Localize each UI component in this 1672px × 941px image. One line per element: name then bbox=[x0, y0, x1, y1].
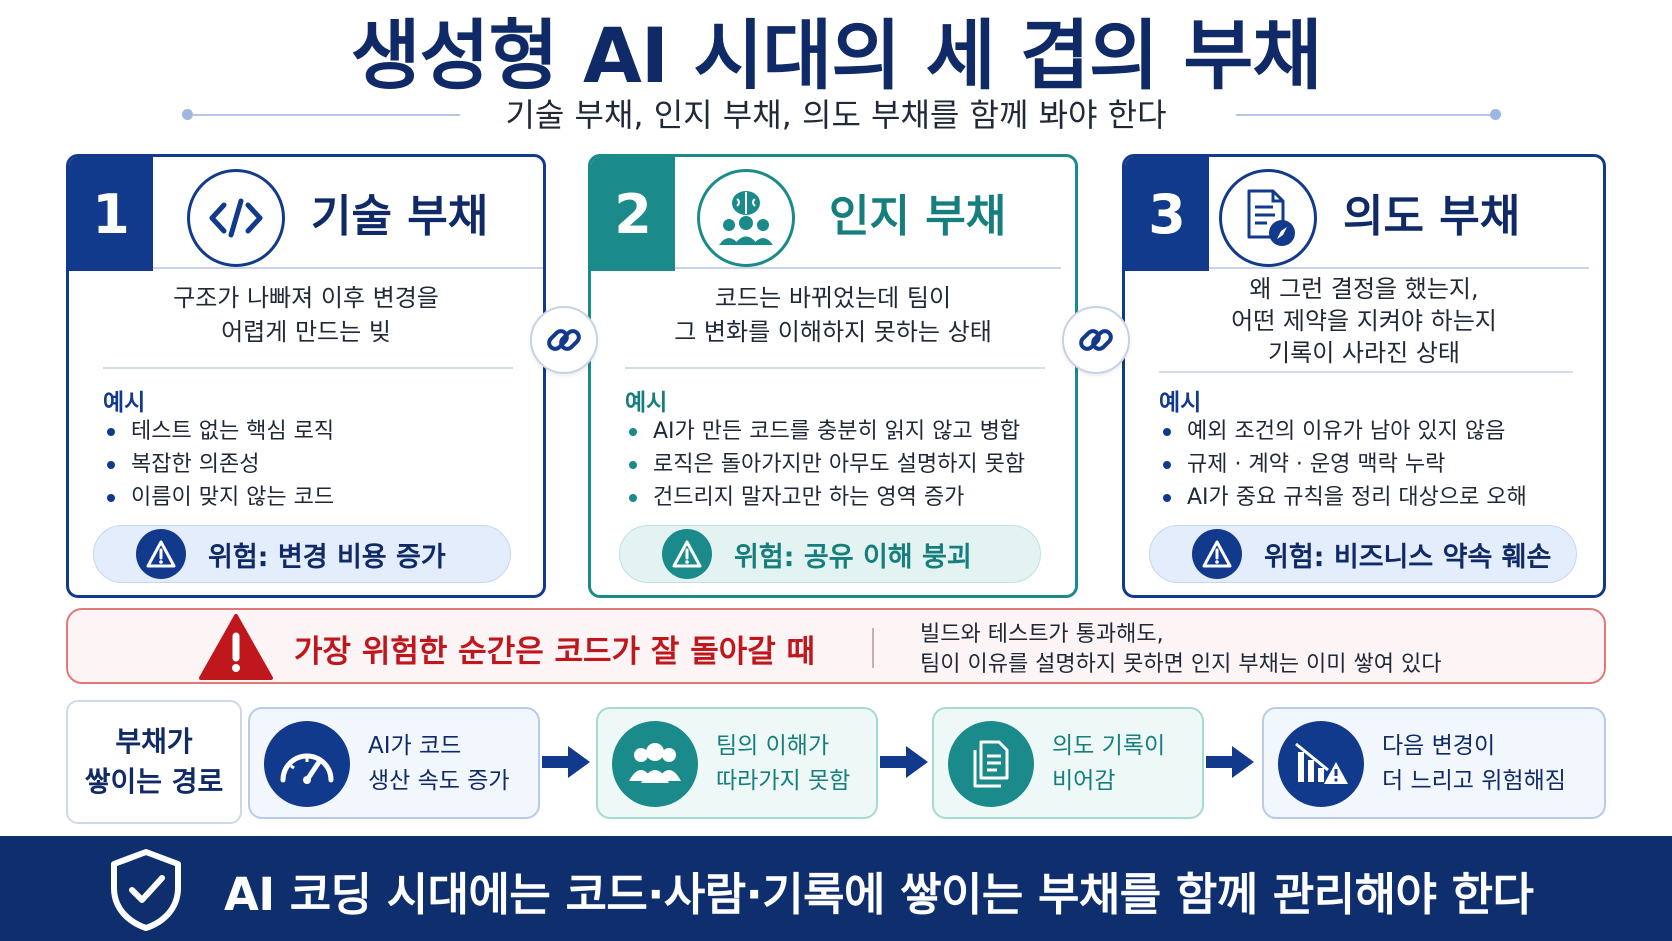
bullet-icon bbox=[1163, 428, 1171, 436]
card-description-line: 왜 그런 결정을 했는지, bbox=[1249, 275, 1479, 303]
brain-team-icon bbox=[697, 169, 795, 267]
warning-description-line: 팀이 이유를 설명하지 못하면 인지 부채는 이미 쌓여 있다 bbox=[920, 652, 1442, 677]
subtitle-row: 기술 부채, 인지 부채, 의도 부채를 함께 봐야 한다 bbox=[0, 92, 1672, 138]
subtitle-dot-right bbox=[1490, 109, 1501, 120]
risk-text: 위험: 공유 이해 붕괴 bbox=[734, 541, 972, 573]
examples-label: 예시 bbox=[1159, 390, 1202, 416]
bullet-icon bbox=[1163, 461, 1171, 469]
card-title: 기술 부채 bbox=[311, 191, 489, 242]
link-icon bbox=[530, 306, 598, 374]
path-step: 팀의 이해가 따라가지 못함 bbox=[596, 707, 878, 819]
card-description-line: 코드는 바뀌었는데 팀이 bbox=[714, 284, 952, 312]
risk-text: 위험: 변경 비용 증가 bbox=[208, 541, 446, 573]
card-header-divider bbox=[675, 267, 1061, 269]
path-step: AI가 코드 생산 속도 증가 bbox=[248, 707, 540, 819]
card-description-line: 기록이 사라진 상태 bbox=[1268, 339, 1460, 367]
examples-list: AI가 만든 코드를 충분히 읽지 않고 병합 로직은 돌아가지만 아무도 설명… bbox=[625, 415, 1055, 514]
card-description-line: 어렵게 만드는 빚 bbox=[221, 318, 391, 346]
team-icon bbox=[612, 721, 698, 807]
document-compass-icon bbox=[1219, 169, 1317, 267]
page-subtitle: 기술 부채, 인지 부채, 의도 부채를 함께 봐야 한다 bbox=[505, 96, 1167, 134]
warning-icon bbox=[1192, 529, 1242, 579]
risk-badge: 위험: 공유 이해 붕괴 bbox=[619, 525, 1041, 583]
documents-icon bbox=[948, 721, 1034, 807]
declining-chart-warning-icon bbox=[1278, 721, 1364, 807]
list-item: AI가 중요 규칙을 정리 대상으로 오해 bbox=[1159, 481, 1583, 514]
code-icon bbox=[187, 169, 285, 267]
path-step-text: 의도 기록이 비어감 bbox=[1052, 733, 1166, 794]
card-technical-debt: 1 기술 부채 구조가 나빠져 이후 변경을 어렵게 만드는 빚 예시 테스트 … bbox=[66, 154, 546, 598]
risk-text: 위험: 비즈니스 약속 훼손 bbox=[1264, 541, 1552, 573]
footer-banner: AI 코딩 시대에는 코드·사람·기록에 쌓이는 부채를 함께 관리해야 한다 bbox=[0, 836, 1672, 941]
bullet-icon bbox=[1163, 494, 1171, 502]
arrow-right-icon bbox=[1206, 744, 1256, 784]
card-description-line: 구조가 나빠져 이후 변경을 bbox=[173, 284, 439, 312]
card-header-divider bbox=[1209, 267, 1589, 269]
warning-divider bbox=[872, 628, 874, 668]
card-intent-debt: 3 의도 부채 왜 그런 결정을 했는지, 어떤 제약을 지켜야 하는지 기록이… bbox=[1122, 154, 1606, 598]
warning-banner: 가장 위험한 순간은 코드가 잘 돌아갈 때 빌드와 테스트가 통과해도, 팀이… bbox=[66, 608, 1606, 684]
card-description-line: 어떤 제약을 지켜야 하는지 bbox=[1231, 307, 1497, 335]
examples-label: 예시 bbox=[625, 390, 668, 416]
bullet-icon bbox=[629, 461, 637, 469]
subtitle-line-left bbox=[192, 114, 460, 116]
risk-badge: 위험: 변경 비용 증가 bbox=[93, 525, 511, 583]
path-label-line: 부채가 bbox=[115, 725, 193, 758]
card-divider bbox=[103, 367, 513, 369]
footer-text: AI 코딩 시대에는 코드·사람·기록에 쌓이는 부채를 함께 관리해야 한다 bbox=[224, 868, 1534, 921]
card-title: 인지 부채 bbox=[829, 191, 1007, 242]
bullet-icon bbox=[629, 494, 637, 502]
card-description-line: 그 변화를 이해하지 못하는 상태 bbox=[674, 318, 992, 346]
list-item: AI가 만든 코드를 충분히 읽지 않고 병합 bbox=[625, 415, 1055, 448]
card-description: 코드는 바뀌었는데 팀이 그 변화를 이해하지 못하는 상태 bbox=[611, 281, 1055, 349]
warning-description-line: 빌드와 테스트가 통과해도, bbox=[920, 622, 1164, 647]
list-item: 테스트 없는 핵심 로직 bbox=[103, 415, 523, 448]
list-item: 건드리지 말자고만 하는 영역 증가 bbox=[625, 481, 1055, 514]
card-number: 2 bbox=[591, 157, 675, 271]
subtitle-line-right bbox=[1236, 114, 1492, 116]
list-item: 로직은 돌아가지만 아무도 설명하지 못함 bbox=[625, 448, 1055, 481]
warning-icon bbox=[136, 529, 186, 579]
path-step-text: AI가 코드 생산 속도 증가 bbox=[368, 733, 510, 794]
bullet-icon bbox=[107, 461, 115, 469]
path-step: 의도 기록이 비어감 bbox=[932, 707, 1204, 819]
card-divider bbox=[1159, 371, 1573, 373]
bullet-icon bbox=[629, 428, 637, 436]
list-item: 이름이 맞지 않는 코드 bbox=[103, 481, 523, 514]
card-title: 의도 부채 bbox=[1343, 191, 1521, 242]
warning-icon bbox=[198, 612, 274, 686]
card-description: 왜 그런 결정을 했는지, 어떤 제약을 지켜야 하는지 기록이 사라진 상태 bbox=[1145, 273, 1583, 369]
examples-label: 예시 bbox=[103, 390, 146, 416]
bullet-icon bbox=[107, 428, 115, 436]
path-label-line: 쌓이는 경로 bbox=[84, 765, 224, 798]
card-description: 구조가 나빠져 이후 변경을 어렵게 만드는 빚 bbox=[89, 281, 523, 349]
warning-description: 빌드와 테스트가 통과해도, 팀이 이유를 설명하지 못하면 인지 부채는 이미… bbox=[920, 620, 1441, 680]
path-step: 다음 변경이 더 느리고 위험해짐 bbox=[1262, 707, 1606, 819]
risk-badge: 위험: 비즈니스 약속 훼손 bbox=[1149, 525, 1577, 583]
bullet-icon bbox=[107, 494, 115, 502]
card-number: 3 bbox=[1125, 157, 1209, 271]
link-icon bbox=[1062, 306, 1130, 374]
path-step-text: 팀의 이해가 따라가지 못함 bbox=[716, 733, 851, 794]
card-header-divider bbox=[153, 267, 543, 269]
arrow-right-icon bbox=[880, 744, 930, 784]
examples-list: 테스트 없는 핵심 로직 복잡한 의존성 이름이 맞지 않는 코드 bbox=[103, 415, 523, 514]
card-cognitive-debt: 2 인지 부채 코드는 바뀌었는데 팀이 그 변화를 이해하지 못하는 상태 예… bbox=[588, 154, 1078, 598]
path-label: 부채가 쌓이는 경로 bbox=[66, 700, 242, 824]
arrow-right-icon bbox=[542, 744, 592, 784]
warning-title: 가장 위험한 순간은 코드가 잘 돌아갈 때 bbox=[294, 634, 816, 670]
speedometer-icon bbox=[264, 721, 350, 807]
path-step-text: 다음 변경이 더 느리고 위험해짐 bbox=[1382, 733, 1566, 794]
list-item: 복잡한 의존성 bbox=[103, 448, 523, 481]
list-item: 예외 조건의 이유가 남아 있지 않음 bbox=[1159, 415, 1583, 448]
warning-icon bbox=[662, 529, 712, 579]
examples-list: 예외 조건의 이유가 남아 있지 않음 규제 · 계약 · 운영 맥락 누락 A… bbox=[1159, 415, 1583, 514]
subtitle-dot-left bbox=[182, 109, 193, 120]
card-divider bbox=[625, 367, 1045, 369]
page-title: 생성형 AI 시대의 세 겹의 부채 bbox=[350, 11, 1323, 100]
shield-check-icon bbox=[108, 848, 184, 936]
list-item: 규제 · 계약 · 운영 맥락 누락 bbox=[1159, 448, 1583, 481]
card-number: 1 bbox=[69, 157, 153, 271]
